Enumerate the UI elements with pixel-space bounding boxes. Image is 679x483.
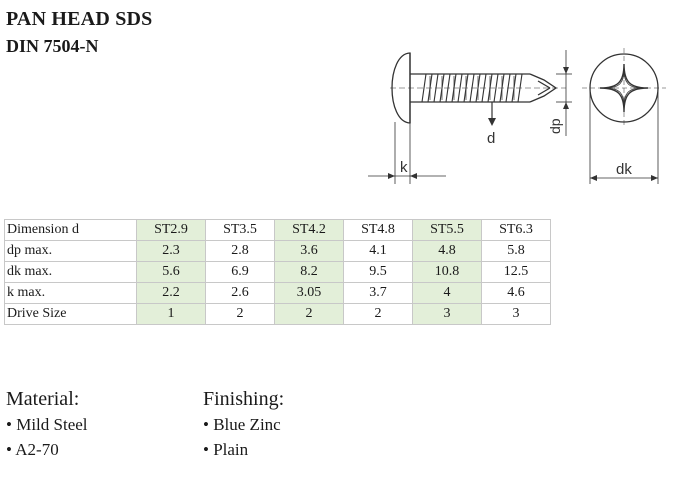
table-cell: 2 (343, 303, 413, 325)
screw-technical-drawing: d dp k dk (368, 48, 666, 184)
row-label: Drive Size (4, 303, 137, 325)
dp-label: dp (547, 118, 563, 134)
material-heading: Material: (6, 388, 80, 410)
table-cell: 3.05 (274, 282, 344, 304)
table-cell: 5.6 (136, 261, 206, 283)
table-cell: 3 (412, 303, 482, 325)
table-cell: 5.8 (481, 240, 551, 262)
row-label: dk max. (4, 261, 137, 283)
table-cell: 2 (274, 303, 344, 325)
table-cell: ST4.2 (274, 219, 344, 241)
table-cell: 2.2 (136, 282, 206, 304)
table-cell: 10.8 (412, 261, 482, 283)
table-cell: ST4.8 (343, 219, 413, 241)
table-cell: 4.8 (412, 240, 482, 262)
page-title: PAN HEAD SDS (6, 8, 153, 30)
table-cell: 3 (481, 303, 551, 325)
table-cell: 4.1 (343, 240, 413, 262)
table-cell: 6.9 (205, 261, 275, 283)
table-cell: 2.3 (136, 240, 206, 262)
table-cell: 2 (205, 303, 275, 325)
screw-head-side (391, 52, 411, 124)
table-cell: 8.2 (274, 261, 344, 283)
standard-subtitle: DIN 7504-N (6, 36, 99, 56)
row-label: k max. (4, 282, 137, 304)
table-cell: ST5.5 (412, 219, 482, 241)
table-cell: 9.5 (343, 261, 413, 283)
d-label: d (487, 130, 495, 147)
table-cell: 4.6 (481, 282, 551, 304)
table-cell: ST2.9 (136, 219, 206, 241)
dk-label: dk (616, 161, 632, 178)
table-cell: ST3.5 (205, 219, 275, 241)
table-cell: 3.7 (343, 282, 413, 304)
finishing-heading: Finishing: (203, 388, 285, 410)
material-item-mild-steel: • Mild Steel (6, 415, 88, 434)
row-label: dp max. (4, 240, 137, 262)
finishing-item-plain: • Plain (203, 440, 249, 459)
table-cell: 2.8 (205, 240, 275, 262)
finishing-item-blue-zinc: • Blue Zinc (203, 415, 281, 434)
table-cell: 2.6 (205, 282, 275, 304)
row-label: Dimension d (4, 219, 137, 241)
table-cell: 12.5 (481, 261, 551, 283)
table-cell: 4 (412, 282, 482, 304)
table-cell: ST6.3 (481, 219, 551, 241)
k-label: k (400, 159, 408, 176)
table-cell: 1 (136, 303, 206, 325)
table-cell: 3.6 (274, 240, 344, 262)
material-item-a2-70: • A2-70 (6, 440, 59, 459)
